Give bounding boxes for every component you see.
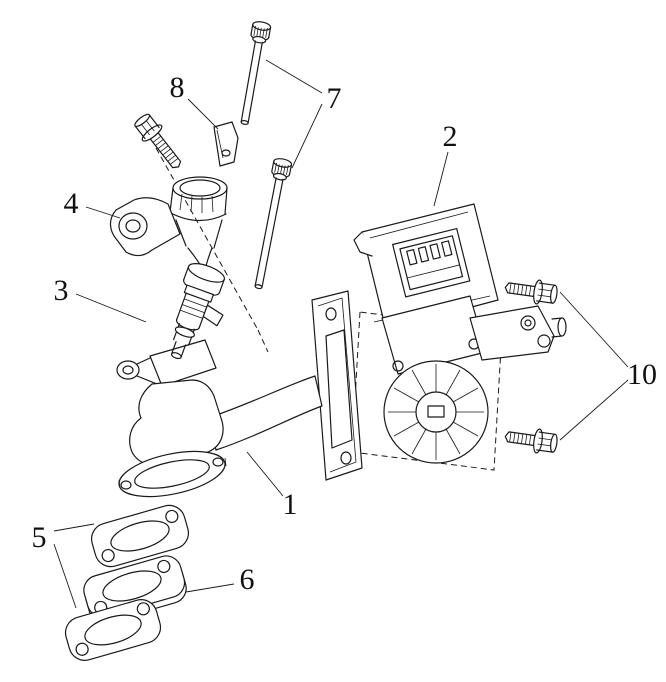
part-7-stud-upper [240, 21, 272, 125]
part-10-bolt-upper [504, 279, 558, 305]
callout-4: 4 [64, 187, 79, 220]
callout-10: 10 [627, 358, 657, 391]
callout-2: 2 [443, 120, 458, 153]
part-3-injector [170, 263, 226, 360]
callout-labels: 1 2 3 4 5 6 7 8 10 [32, 71, 658, 596]
part-4-sensor-bracket [109, 176, 228, 267]
part-7-stud-lower [254, 158, 293, 290]
callout-1: 1 [283, 488, 298, 521]
part-5-gasket-lower [64, 599, 162, 661]
callout-8: 8 [170, 71, 185, 104]
callout-7: 7 [327, 82, 342, 115]
callout-3: 3 [54, 274, 69, 307]
part-10-bolt-lower [504, 428, 558, 454]
callout-6: 6 [240, 563, 255, 596]
callout-leader-lines [53, 59, 629, 609]
part-1-manifold [116, 290, 363, 498]
part-5-gasket-upper [90, 504, 190, 568]
callout-5: 5 [32, 521, 47, 554]
part-2-fan [383, 360, 489, 464]
part-8-bracket [213, 121, 239, 167]
hex-flange-bolt [134, 113, 182, 169]
part-2-actuator-assembly [353, 203, 567, 464]
part-2-connector [392, 227, 471, 298]
